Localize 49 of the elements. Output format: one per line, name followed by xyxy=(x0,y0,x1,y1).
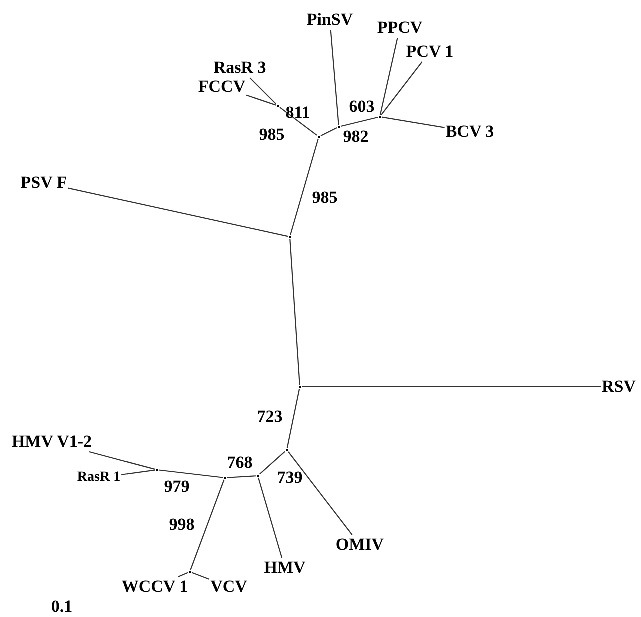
branch-line xyxy=(226,476,256,478)
branch-line xyxy=(192,572,210,580)
bootstrap-value: 985 xyxy=(312,189,338,207)
taxon-label: PCV 1 xyxy=(406,43,454,61)
taxon-label: FCCV xyxy=(198,78,246,96)
taxon-label: HMV xyxy=(264,559,306,577)
taxon-label: PPCV xyxy=(377,19,423,37)
branch-line xyxy=(260,451,286,475)
branch-line xyxy=(330,30,340,126)
branch-line xyxy=(68,188,288,238)
taxon-label: PinSV xyxy=(306,11,354,29)
bootstrap-value: 985 xyxy=(259,126,285,144)
branch-line xyxy=(250,78,276,104)
scale-value: 0.1 xyxy=(51,598,73,616)
taxon-label: OMIV xyxy=(336,536,384,554)
taxon-label: RasR 3 xyxy=(214,59,266,77)
bootstrap-value: 979 xyxy=(164,478,190,496)
branch-line xyxy=(190,480,225,570)
branch-line xyxy=(302,386,601,388)
branch-line xyxy=(290,138,319,236)
taxon-label: PSV F xyxy=(20,174,68,192)
taxon-label: HMV V1-2 xyxy=(12,433,92,451)
branch-line xyxy=(89,451,156,470)
branch-line xyxy=(122,470,156,476)
bootstrap-value: 723 xyxy=(257,408,283,426)
bootstrap-value: 982 xyxy=(343,128,369,146)
branch-line xyxy=(382,116,445,128)
branch-line xyxy=(246,94,276,106)
branch-line xyxy=(286,388,300,448)
branch-line xyxy=(178,572,188,578)
branch-line xyxy=(380,38,398,116)
taxon-label: RSV xyxy=(602,378,636,396)
branch-line xyxy=(381,62,423,116)
bootstrap-value: 998 xyxy=(169,516,195,534)
branch-line xyxy=(258,478,283,558)
branch-line xyxy=(288,452,353,536)
bootstrap-value: 603 xyxy=(349,98,375,116)
branch-line xyxy=(320,128,338,136)
branch-line xyxy=(340,116,378,128)
taxon-label: BCV 3 xyxy=(446,123,494,141)
branch-line xyxy=(158,470,224,478)
branch-line xyxy=(290,238,300,386)
bootstrap-value: 768 xyxy=(227,454,253,472)
taxon-label: RasR 1 xyxy=(77,469,121,487)
branch-line xyxy=(280,107,318,136)
taxon-label: WCCV 1 xyxy=(122,578,188,596)
bootstrap-value: 739 xyxy=(277,469,303,487)
taxon-label: VCV xyxy=(210,578,248,596)
bootstrap-value: 811 xyxy=(286,104,310,122)
